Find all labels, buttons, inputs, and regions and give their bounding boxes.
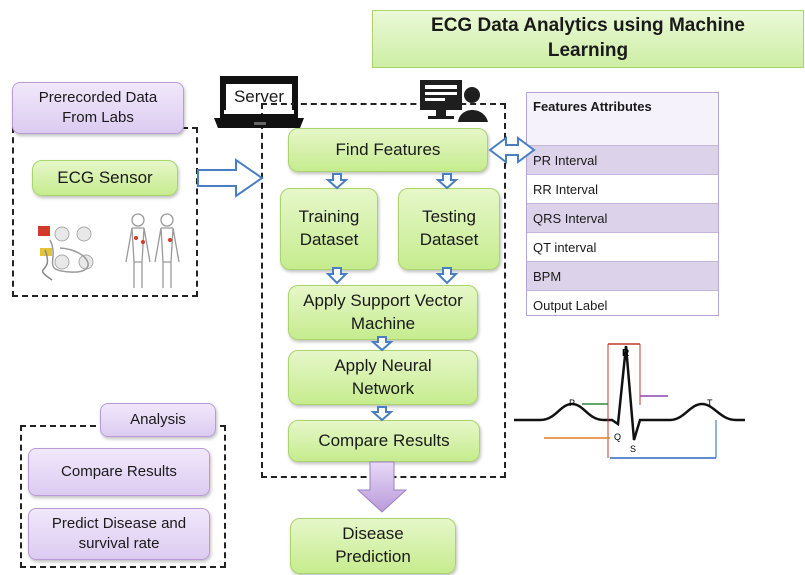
feature-row: Output Label xyxy=(527,290,718,319)
svg-text:T: T xyxy=(707,398,713,408)
analysis-compare-results-box: Compare Results xyxy=(28,448,210,496)
disease-prediction-box: Disease Prediction xyxy=(290,518,456,574)
feature-row: QRS Interval xyxy=(527,203,718,232)
svg-text:R: R xyxy=(622,348,630,359)
predict-disease-box: Predict Disease and survival rate xyxy=(28,508,210,560)
svm-box: Apply Support Vector Machine xyxy=(288,285,478,340)
feature-row: BPM xyxy=(527,261,718,290)
feature-row: QT interval xyxy=(527,232,718,261)
svg-text:Q: Q xyxy=(614,432,621,442)
features-attributes-table: Features Attributes PR Interval RR Inter… xyxy=(526,92,719,316)
training-dataset-box: Training Dataset xyxy=(280,188,378,270)
features-table-header: Features Attributes xyxy=(527,93,718,145)
ecg-waveform: P R Q S T xyxy=(514,343,745,459)
compare-results-box: Compare Results xyxy=(288,420,480,462)
svg-text:S: S xyxy=(630,444,636,454)
svg-text:P: P xyxy=(569,398,575,408)
data-source-region xyxy=(12,127,198,297)
testing-dataset-box: Testing Dataset xyxy=(398,188,500,270)
sensor-to-server-arrow xyxy=(197,158,264,198)
neural-network-box: Apply Neural Network xyxy=(288,350,478,405)
diagram-title: ECG Data Analytics using Machine Learnin… xyxy=(372,10,804,68)
ecg-sensor-box: ECG Sensor xyxy=(32,160,178,196)
prerecorded-data-box: Prerecorded Data From Labs xyxy=(12,82,184,134)
find-features-box: Find Features xyxy=(288,128,488,172)
feature-row: RR Interval xyxy=(527,174,718,203)
feature-row: PR Interval xyxy=(527,145,718,174)
analysis-label: Analysis xyxy=(100,403,216,437)
